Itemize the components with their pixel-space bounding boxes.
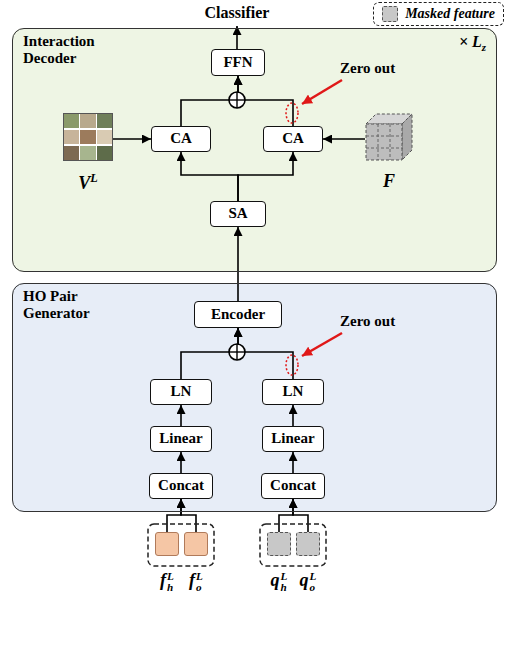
- process-box: CA: [151, 126, 211, 152]
- box-label: Classifier: [205, 4, 270, 22]
- zero-out-mark: [286, 103, 298, 123]
- feature-label: qoL: [300, 570, 317, 593]
- flow-arrow: [238, 152, 293, 201]
- token-feature: fhL: [155, 532, 179, 593]
- process-box: CA: [263, 126, 323, 152]
- process-box: LN: [150, 379, 212, 405]
- legend-label: Masked feature: [405, 6, 495, 22]
- flow-arrow: [238, 76, 293, 126]
- masked-square: [267, 532, 291, 556]
- legend: Masked feature: [373, 2, 504, 26]
- annotation: Zero out: [340, 313, 395, 330]
- box-label: CA: [282, 130, 304, 147]
- zero-out-mark: [286, 355, 298, 375]
- dashed-group: [148, 524, 214, 566]
- panel-fill: [12, 28, 497, 272]
- flow-arrow: [236, 26, 238, 49]
- image-patches: [63, 113, 113, 161]
- annotation: Zero out: [340, 60, 395, 77]
- token-feature: qoL: [296, 532, 320, 593]
- feature-label: F: [383, 171, 395, 192]
- box-label: CA: [170, 130, 192, 147]
- process-box: SA: [210, 201, 266, 227]
- masked-square: [296, 532, 320, 556]
- panel-title: HO Pair Generator: [23, 288, 118, 323]
- flow-arrow: [292, 405, 294, 426]
- flow-arrow: [181, 499, 196, 532]
- input-feature: F: [365, 113, 413, 192]
- process-box: LN: [262, 379, 324, 405]
- flow-arrow: [323, 138, 365, 140]
- flow-arrow: [181, 152, 238, 201]
- box-label: Concat: [270, 477, 316, 494]
- feature-square: [155, 532, 179, 556]
- process-box: FFN: [211, 49, 265, 76]
- process-box: Linear: [150, 426, 212, 452]
- feature-label: qhL: [271, 570, 288, 593]
- module-panel: Interaction Decoder × Lz FFN CA CA VL F SA: [12, 28, 497, 272]
- box-label: LN: [171, 383, 192, 400]
- box-label: FFN: [223, 54, 252, 71]
- pointer-arrow: [302, 80, 342, 104]
- feature-label: fhL: [160, 570, 174, 593]
- process-box: Linear: [262, 426, 324, 452]
- flow-arrow: [292, 452, 294, 473]
- panel-title: Interaction Decoder: [23, 33, 118, 68]
- input-feature: VL: [63, 113, 113, 194]
- flow-arrow: [180, 405, 182, 426]
- box-label: Concat: [158, 477, 204, 494]
- box-label: Linear: [271, 430, 314, 447]
- output-label: Classifier: [196, 1, 279, 26]
- box-label: Encoder: [211, 306, 265, 323]
- module-panel: HO Pair GeneratorEncoderLN LN Linear Linear…: [12, 283, 497, 512]
- feature-square: [184, 532, 208, 556]
- pointer-arrow: [302, 333, 342, 356]
- flow-arrow: [180, 452, 182, 473]
- flow-arrow: [113, 138, 151, 140]
- legend-swatch: [382, 6, 398, 22]
- box-label: Linear: [159, 430, 202, 447]
- sum-symbol: [229, 344, 245, 360]
- feature-label: VL: [78, 171, 98, 194]
- panel-fill: [12, 283, 497, 512]
- flow-arrow: [167, 499, 181, 532]
- flow-arrow: [237, 227, 239, 301]
- process-box: Concat: [149, 473, 213, 499]
- feature-label: foL: [189, 570, 203, 593]
- flow-arrow: [279, 499, 293, 532]
- process-box: Encoder: [194, 301, 282, 328]
- flow-arrow: [238, 328, 293, 379]
- dashed-group: [260, 524, 326, 566]
- token-feature: foL: [184, 532, 208, 593]
- flow-arrow: [293, 499, 308, 532]
- box-label: LN: [283, 383, 304, 400]
- token-feature: qhL: [267, 532, 291, 593]
- process-box: Concat: [261, 473, 325, 499]
- repeat-label: × Lz: [459, 33, 486, 54]
- box-label: SA: [228, 205, 247, 222]
- feature-map: [365, 113, 413, 161]
- sum-symbol: [229, 92, 245, 108]
